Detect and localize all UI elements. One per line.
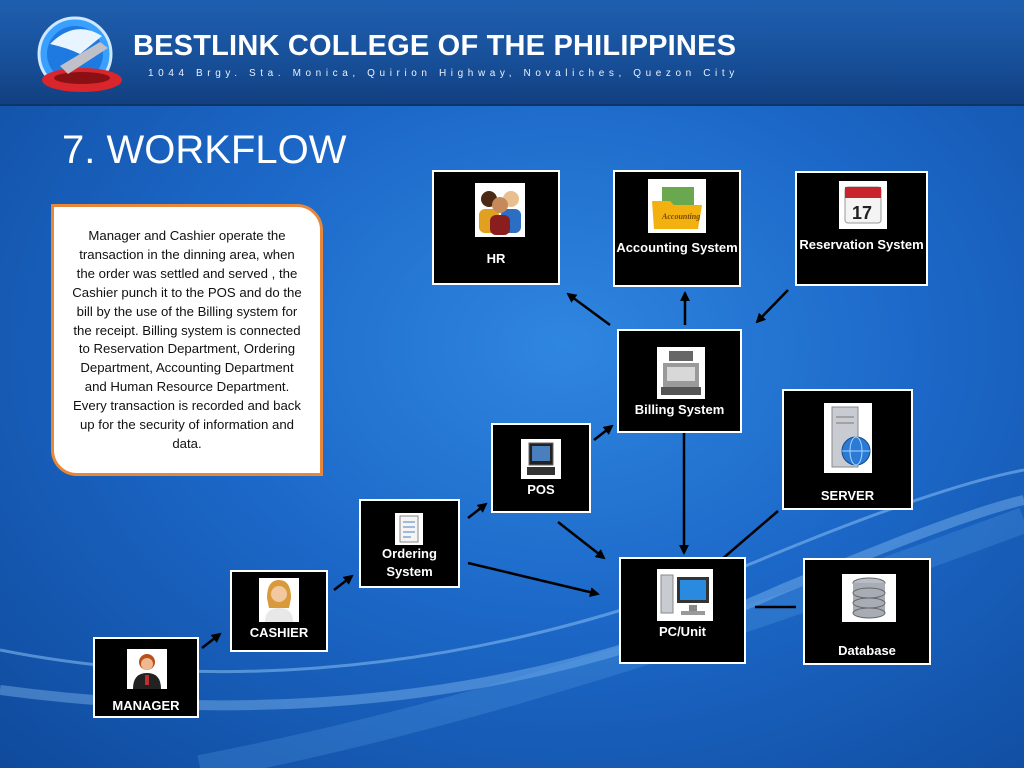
college-logo-icon [37, 16, 122, 92]
node-cashier: CASHIER [230, 570, 328, 652]
header-bar: BESTLINK COLLEGE OF THE PHILIPPINES 1044… [0, 0, 1024, 106]
cashier-person-icon [259, 578, 299, 622]
node-pc-label: PC/Unit [659, 624, 706, 639]
node-accounting-label: Accounting System [616, 240, 738, 255]
node-hr: HR [432, 170, 560, 285]
node-hr-label: HR [486, 251, 506, 266]
svg-text:Accounting: Accounting [661, 212, 700, 221]
node-server-label: SERVER [820, 488, 875, 503]
accounting-folder-icon: Accounting [648, 179, 706, 233]
node-pc: PC/Unit [619, 557, 746, 664]
node-pos: POS [491, 423, 591, 513]
node-cashier-label: CASHIER [249, 625, 309, 640]
manager-person-icon [127, 649, 167, 689]
database-icon [842, 574, 896, 622]
college-name: BESTLINK COLLEGE OF THE PHILIPPINES [133, 30, 737, 62]
computer-icon [657, 569, 713, 621]
arrow-cashier-ordering [333, 574, 354, 591]
node-accounting: Accounting Accounting System [613, 170, 741, 287]
server-globe-icon [824, 403, 872, 473]
node-reservation: 17 Reservation System [795, 171, 928, 286]
slide-title: 7. WORKFLOW [62, 128, 347, 172]
node-ordering: Ordering System [359, 499, 460, 588]
node-billing-label: Billing System [634, 402, 725, 417]
calendar-icon: 17 [839, 181, 887, 229]
pos-terminal-icon [521, 439, 561, 479]
people-icon [475, 183, 525, 237]
college-address: 1044 Brgy. Sta. Monica, Quirion Highway,… [148, 68, 739, 79]
arrow-pos-pc [557, 521, 606, 560]
arrow-ordering-pc [467, 561, 600, 598]
line-server-pc [720, 510, 779, 561]
node-manager-label: MANAGER [112, 698, 180, 713]
node-database: Database [803, 558, 931, 665]
document-icon [395, 513, 423, 545]
arrow-manager-cashier [201, 632, 222, 649]
description-callout: Manager and Cashier operate the transact… [51, 204, 323, 476]
node-billing: Billing System [617, 329, 742, 433]
node-ordering-label: Ordering System [382, 546, 437, 579]
arrow-reservation-billing [755, 289, 789, 324]
arrow-billing-hr [566, 292, 611, 327]
description-text: Manager and Cashier operate the transact… [72, 228, 302, 451]
cash-register-icon [657, 347, 705, 399]
node-reservation-label: Reservation System [799, 237, 924, 252]
arrow-pos-billing [593, 424, 614, 441]
arrow-ordering-pos [467, 502, 488, 519]
node-server: SERVER [782, 389, 913, 510]
svg-text:17: 17 [852, 203, 872, 223]
node-manager: MANAGER [93, 637, 199, 718]
node-pos-label: POS [527, 482, 555, 497]
node-database-label: Database [838, 643, 896, 658]
